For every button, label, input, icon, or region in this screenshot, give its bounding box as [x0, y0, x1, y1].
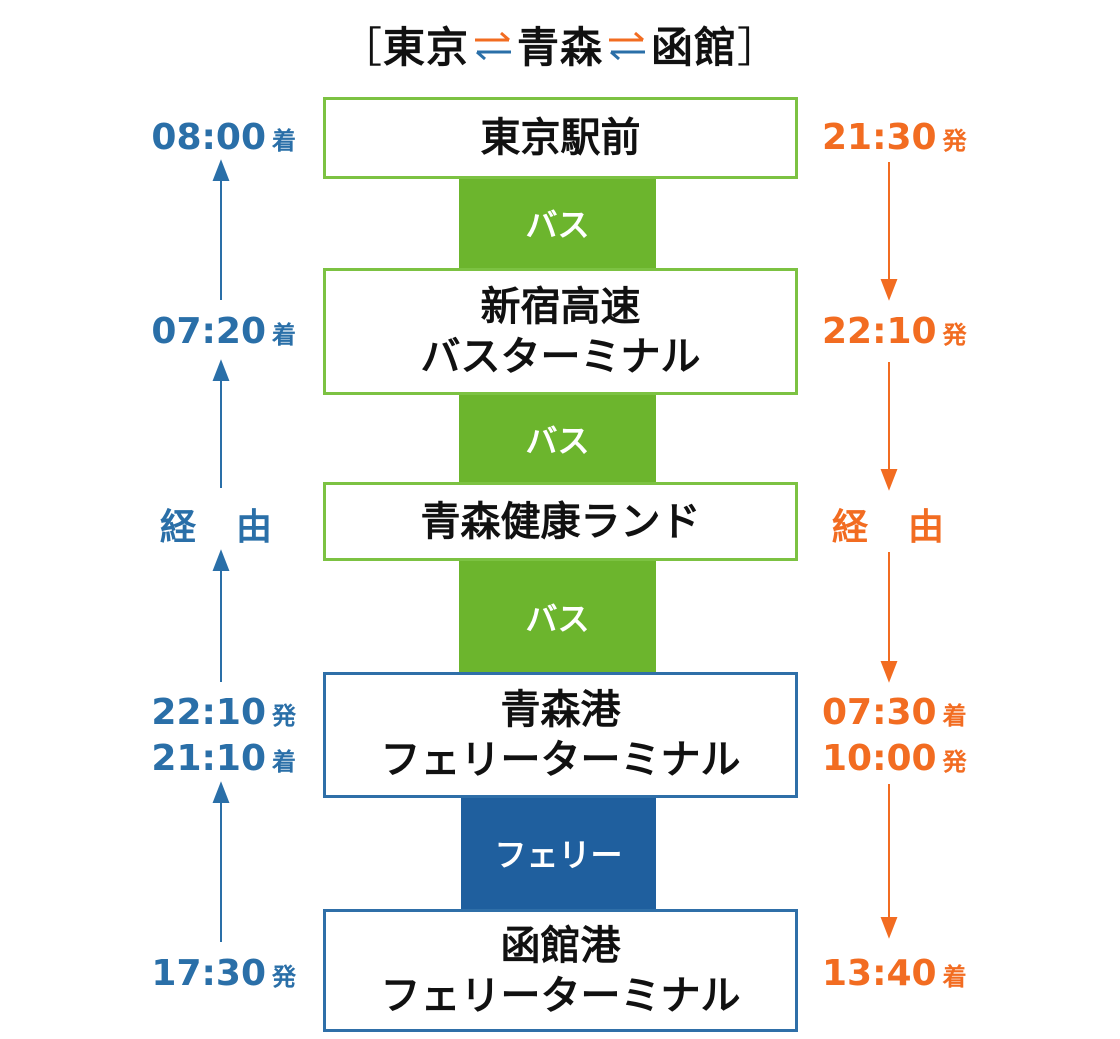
swap-arrows-icon	[605, 26, 649, 66]
station-name: 青森健康ランド	[420, 498, 701, 545]
station-hakodate-ferry-terminal: 函館港フェリーターミナル	[323, 909, 798, 1032]
link-label: バス	[525, 422, 590, 460]
link-label: フェリー	[494, 836, 623, 874]
time-value: 22:10	[151, 692, 266, 733]
title-hakodate: 函館	[651, 23, 738, 72]
down-arrow-icon	[880, 279, 898, 301]
time-suffix: 発	[272, 702, 296, 730]
time-suffix: 発	[942, 127, 967, 155]
station-aomori-kenko-land: 青森健康ランド	[323, 482, 798, 561]
down-arrow-icon	[880, 661, 898, 683]
time-suffix: 発	[942, 748, 967, 776]
station-aomori-ferry-terminal: 青森港フェリーターミナル	[323, 672, 798, 798]
time-suffix: 発	[272, 963, 296, 991]
outbound-via: 経由	[832, 507, 985, 548]
down-arrow-icon	[880, 469, 898, 491]
station-shinjuku-bus-terminal: 新宿高速バスターミナル	[323, 268, 798, 395]
up-arrow-icon	[212, 159, 230, 181]
time-suffix: 着	[272, 748, 296, 776]
time-suffix: 着	[942, 963, 967, 991]
station-name: 函館港	[500, 922, 621, 969]
time-value: 17:30	[151, 953, 266, 994]
title-open-bracket: ［	[339, 23, 383, 72]
station-tokyo-ekimae: 東京駅前	[323, 97, 798, 179]
station-name-line2: フェリーターミナル	[380, 737, 741, 783]
time-suffix: 着	[272, 127, 296, 155]
up-arrow-icon	[212, 359, 230, 381]
time-value: 10:00	[822, 738, 937, 779]
link-bus-2: バス	[459, 393, 656, 485]
station-name: 新宿高速	[480, 283, 641, 330]
title-close-bracket: ］	[737, 23, 781, 72]
time-value: 21:30	[822, 117, 937, 158]
station-name: 青森港	[500, 687, 621, 733]
time-value: 07:20	[151, 311, 266, 352]
time-value: 08:00	[151, 117, 266, 158]
swap-arrows-icon	[471, 26, 515, 66]
time-value: 21:10	[151, 738, 266, 779]
station-name: 東京駅前	[480, 115, 641, 161]
link-ferry: フェリー	[461, 795, 656, 911]
time-value: 07:30	[822, 692, 937, 733]
return-via: 経由	[160, 507, 313, 548]
link-label: バス	[525, 206, 590, 244]
link-label: バス	[525, 599, 590, 638]
time-value: 22:10	[822, 311, 937, 352]
station-name-line2: バスターミナル	[420, 333, 701, 380]
diagram-title: ［東京青森函館］	[0, 14, 1120, 75]
title-tokyo: 東京	[382, 23, 469, 72]
time-suffix: 着	[942, 702, 967, 730]
link-bus-1: バス	[459, 176, 656, 270]
title-aomori: 青森	[516, 23, 603, 72]
link-bus-3: バス	[459, 558, 656, 675]
up-arrow-icon	[212, 549, 230, 571]
time-suffix: 着	[272, 321, 296, 349]
down-arrow-icon	[880, 917, 898, 939]
time-value: 13:40	[822, 953, 937, 994]
time-suffix: 発	[942, 321, 967, 349]
station-name-line2: フェリーターミナル	[380, 972, 741, 1019]
up-arrow-icon	[212, 781, 230, 803]
